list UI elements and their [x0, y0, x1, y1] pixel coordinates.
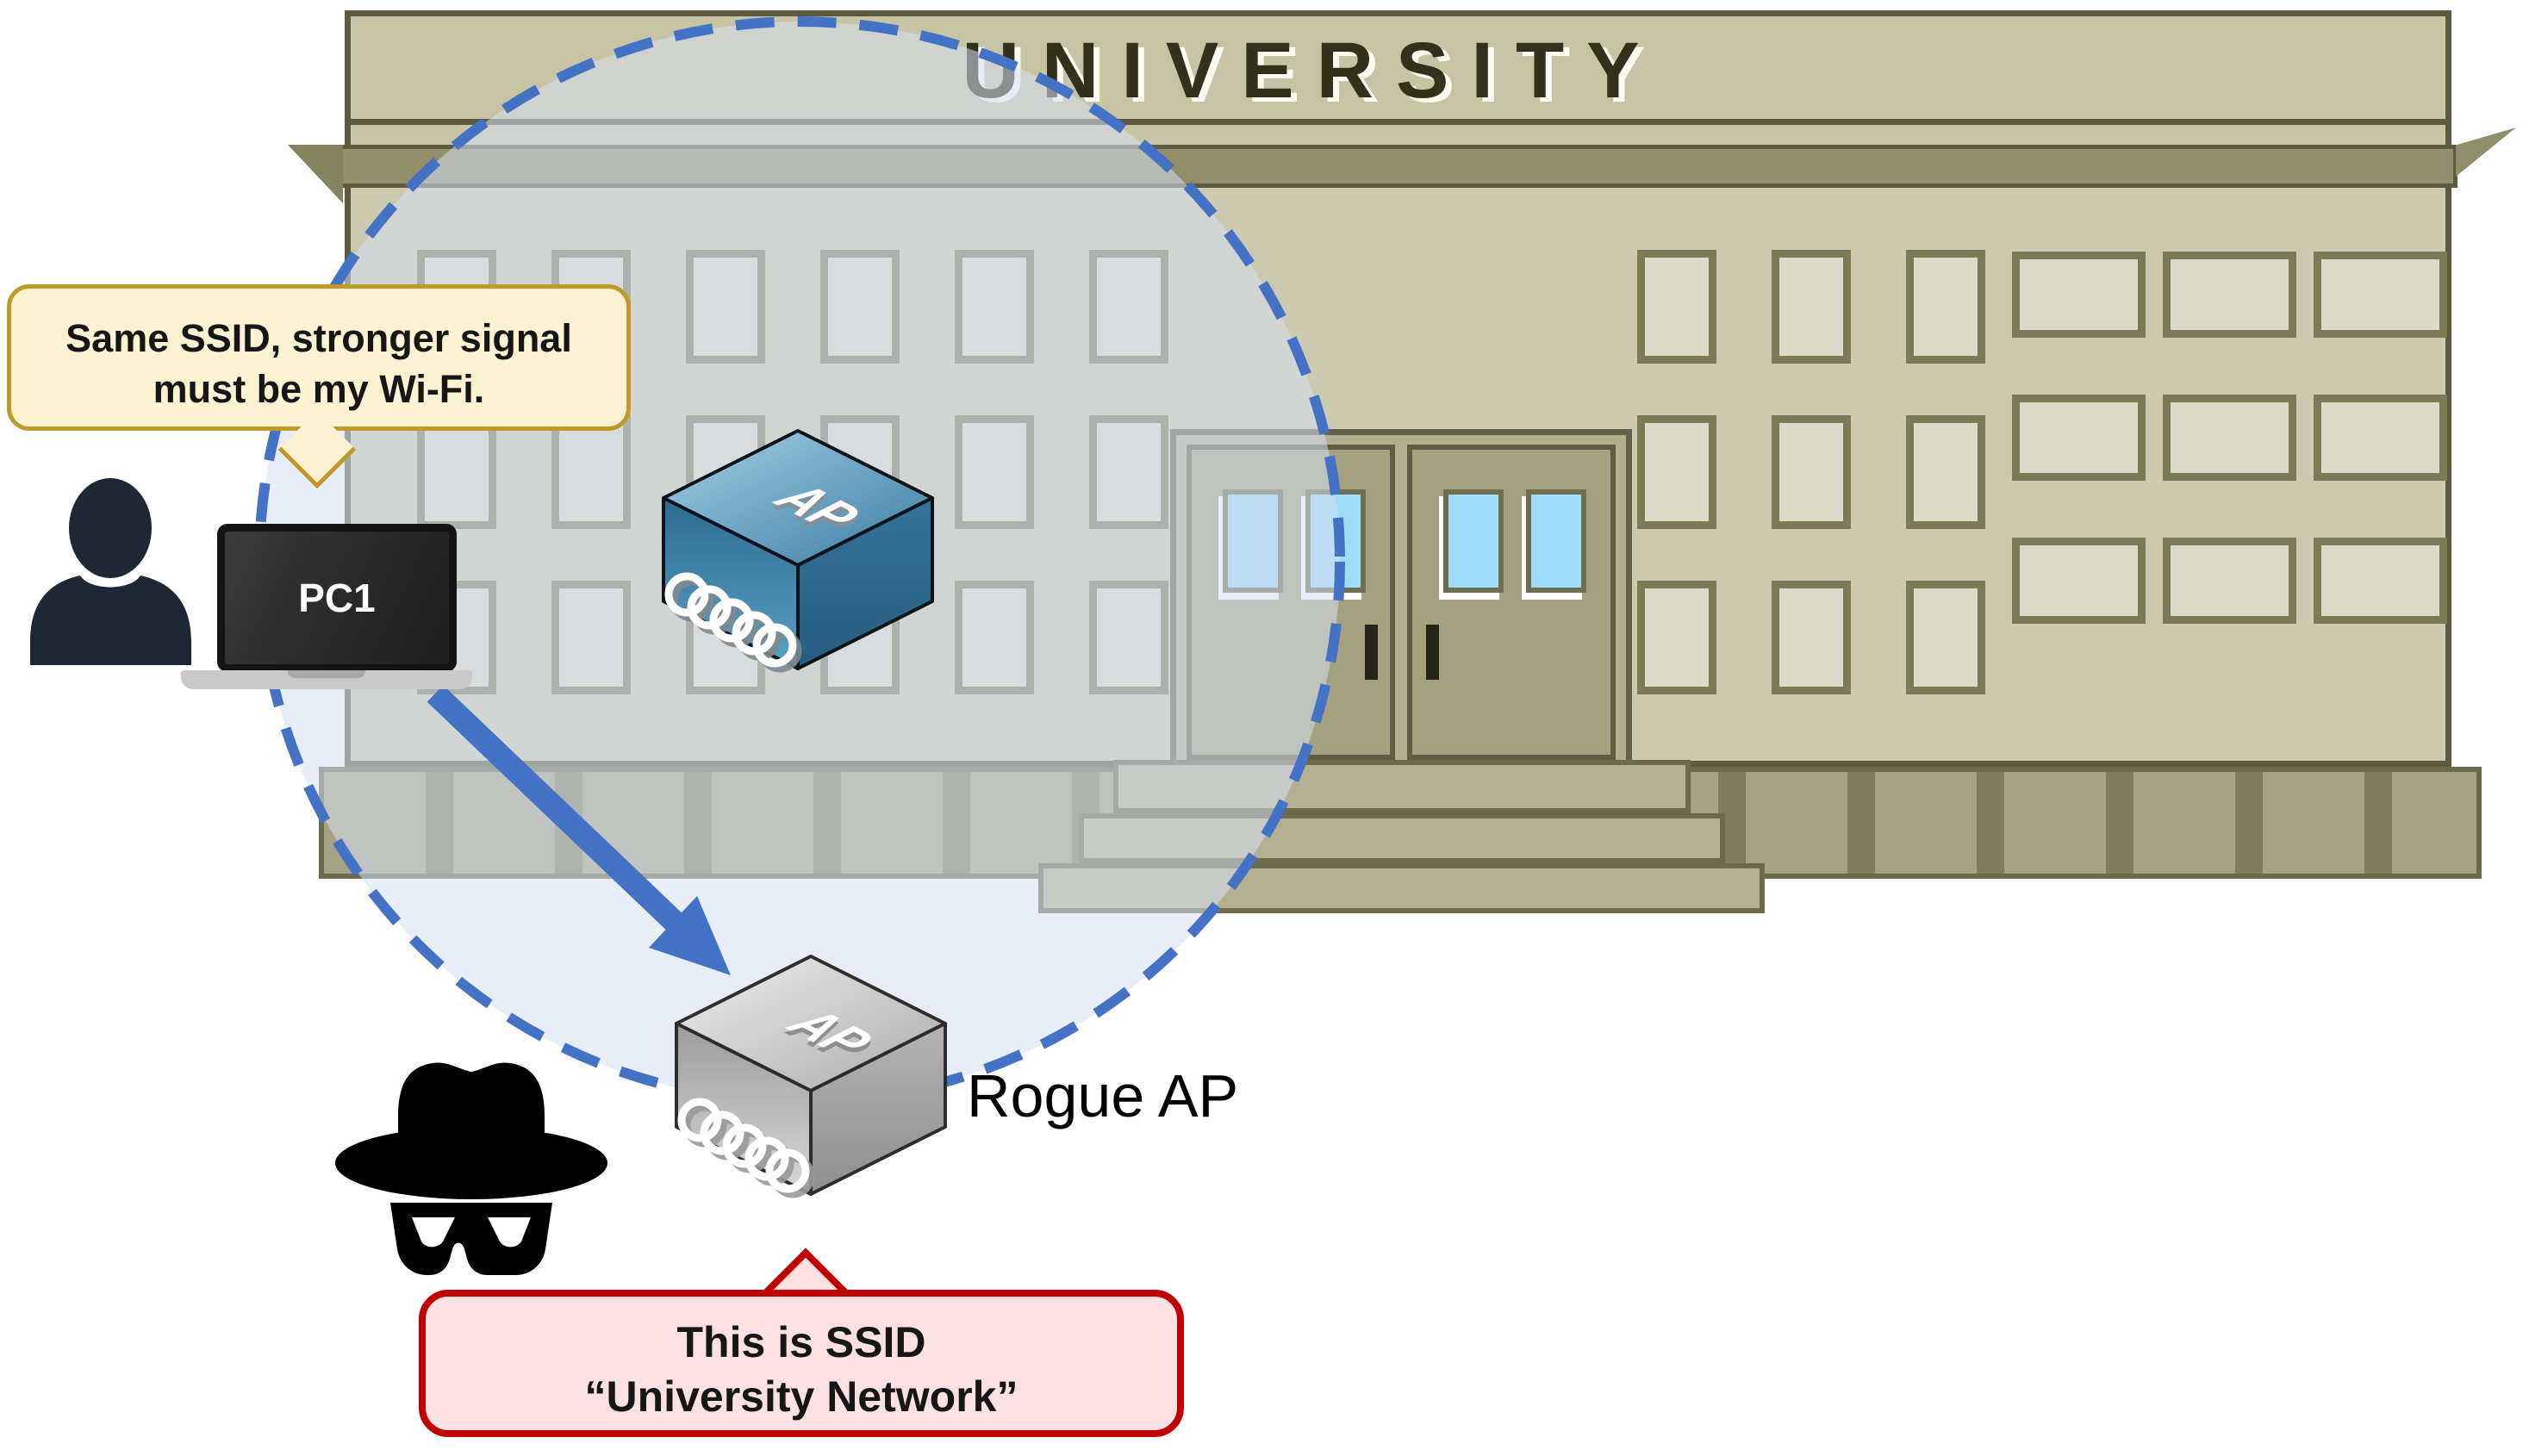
window: [1637, 581, 1716, 694]
entrance-door-right: [1407, 445, 1616, 760]
thought-bubble: Same SSID, stronger signal must be my Wi…: [7, 284, 631, 431]
thought-bubble-line1: Same SSID, stronger signal: [65, 316, 572, 360]
laptop-base: [181, 670, 472, 689]
window: [2163, 538, 2296, 624]
thought-bubble-line2: must be my Wi-Fi.: [153, 367, 485, 412]
rogue-ap-caption: Rogue AP: [967, 1062, 1239, 1129]
window: [2012, 252, 2146, 338]
door-handle: [1426, 625, 1439, 680]
window: [1906, 581, 1985, 694]
window: [1906, 415, 1985, 529]
window: [1772, 250, 1851, 364]
window: [2012, 395, 2146, 481]
door-window: [1443, 489, 1504, 593]
door-handle: [1365, 625, 1378, 680]
window: [1772, 581, 1851, 694]
ssid-bubble-line1: This is SSID: [676, 1318, 926, 1366]
window: [2163, 252, 2296, 338]
ssid-bubble-line2: “University Network”: [584, 1372, 1018, 1421]
window: [1772, 415, 1851, 529]
ssid-bubble: This is SSID “University Network”: [419, 1290, 1184, 1437]
window: [2314, 395, 2447, 481]
laptop-icon: PC1: [217, 524, 457, 672]
window: [2163, 395, 2296, 481]
window: [1637, 250, 1716, 364]
window: [2012, 538, 2146, 624]
window: [1906, 250, 1985, 364]
laptop-notch: [288, 670, 365, 678]
window: [2314, 538, 2447, 624]
window: [1637, 415, 1716, 529]
door-window: [1526, 489, 1586, 593]
window: [2314, 252, 2447, 338]
pc1-label: PC1: [298, 576, 376, 620]
